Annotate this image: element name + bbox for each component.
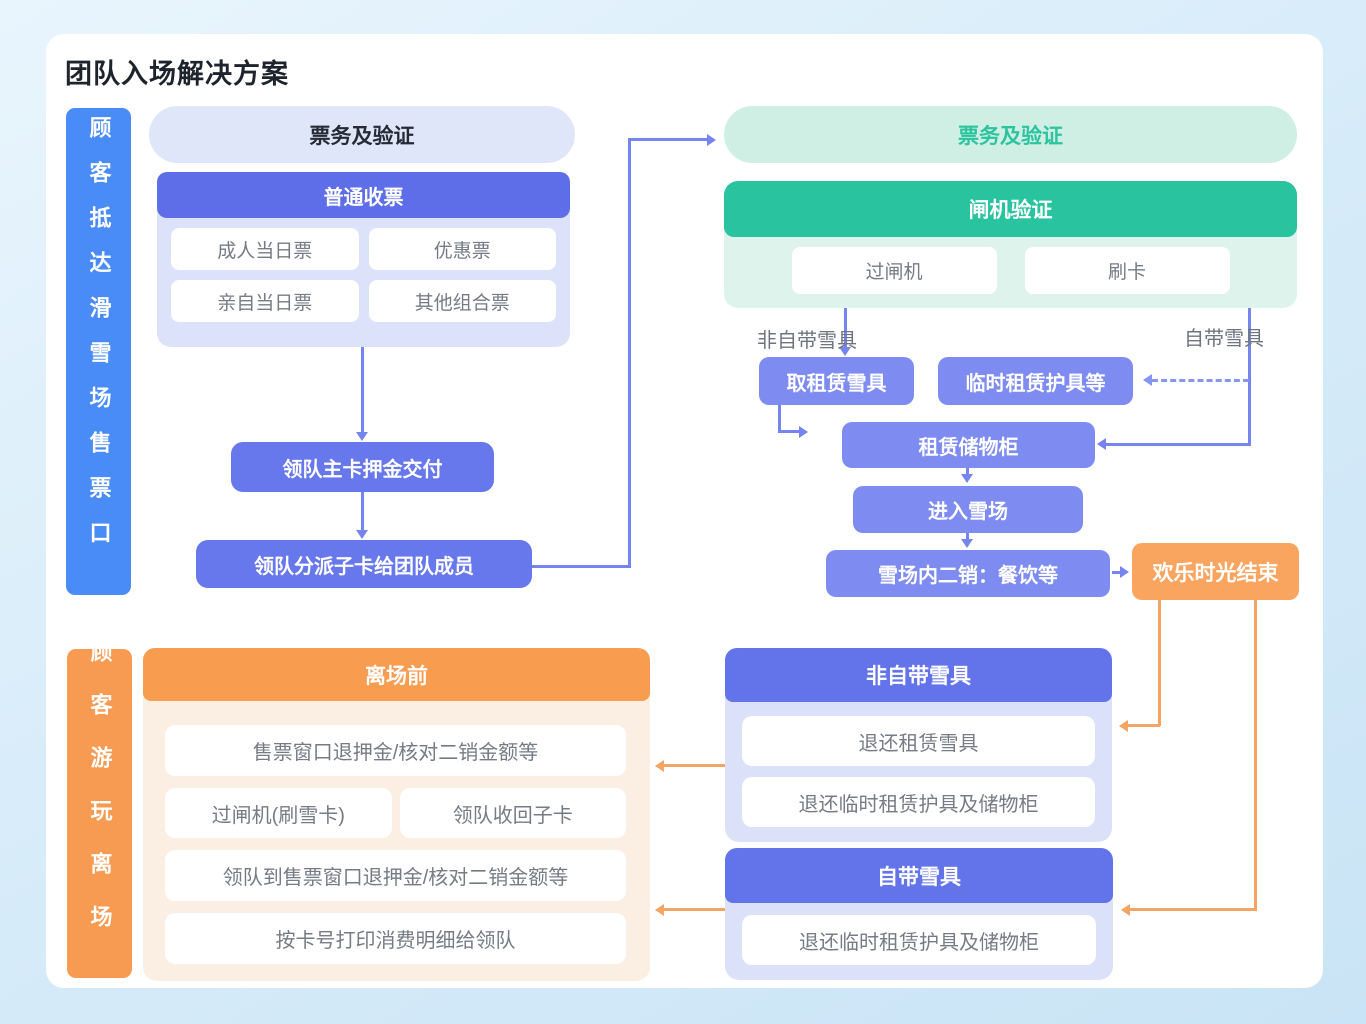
enter-ski-field-box: 进入雪场 bbox=[853, 486, 1083, 533]
connector-distribute-up bbox=[628, 138, 631, 568]
arrowhead-panel-to-deposit bbox=[356, 432, 368, 441]
gate-verification-bar: 闸机验证 bbox=[724, 181, 1297, 237]
page-title: 团队入场解决方案 bbox=[65, 59, 289, 89]
leave-step-item: 售票窗口退押金/核对二销金额等 bbox=[165, 725, 626, 776]
connector-own-gear-down bbox=[1248, 308, 1251, 446]
arrowhead-end-to-rental-panel bbox=[1119, 720, 1128, 732]
arrowhead-secondary-to-end bbox=[1120, 566, 1129, 578]
return-rental-header: 非自带雪具 bbox=[725, 648, 1112, 702]
leave-step-row: 过闸机(刷雪卡) 领队收回子卡 bbox=[165, 788, 626, 838]
ticketing-header-right: 票务及验证 bbox=[724, 106, 1297, 163]
label-not-own-gear: 非自带雪具 bbox=[757, 330, 857, 352]
gate-verification-panel: 闸机验证 过闸机 刷卡 bbox=[724, 181, 1297, 308]
arrowhead-end-to-own-panel bbox=[1121, 904, 1130, 916]
before-leave-items: 售票窗口退押金/核对二销金额等 过闸机(刷雪卡) 领队收回子卡 领队到售票窗口退… bbox=[143, 701, 650, 964]
sidebar-leave-label: 顾客游玩离场 bbox=[87, 639, 113, 958]
connector-end-down-2 bbox=[1254, 600, 1257, 911]
leader-distribute-box: 领队分派子卡给团队成员 bbox=[196, 540, 532, 588]
leave-step-item: 领队收回子卡 bbox=[399, 788, 626, 838]
arrowhead-rental-to-leave bbox=[655, 760, 664, 772]
ticket-type-item: 优惠票 bbox=[368, 228, 556, 270]
arrowhead-gate-to-getrental bbox=[839, 347, 851, 356]
sidebar-customer-arrival: 顾客抵达滑雪场售票口 bbox=[66, 108, 131, 595]
connector-getrental-right bbox=[778, 430, 800, 433]
before-leave-panel: 离场前 售票窗口退押金/核对二销金额等 过闸机(刷雪卡) 领队收回子卡 领队到售… bbox=[143, 648, 650, 981]
arrowhead-deposit-to-distribute bbox=[356, 530, 368, 539]
return-rental-panel: 非自带雪具 退还租赁雪具 退还临时租赁护具及储物柜 bbox=[725, 648, 1112, 842]
connector-end-to-rental-panel bbox=[1128, 724, 1160, 727]
return-rental-items: 退还租赁雪具 退还临时租赁护具及储物柜 bbox=[725, 702, 1112, 827]
leave-step-item: 领队到售票窗口退押金/核对二销金额等 bbox=[165, 850, 626, 901]
secondary-sales-box: 雪场内二销：餐饮等 bbox=[826, 550, 1110, 597]
arrow-locker-to-enter bbox=[966, 468, 969, 476]
dashed-arrow-to-temp-gear bbox=[1152, 379, 1249, 382]
sidebar-customer-leave: 顾客游玩离场 bbox=[67, 640, 132, 978]
arrow-panel-to-deposit bbox=[361, 347, 364, 432]
connector-getrental-down bbox=[778, 405, 781, 433]
ticket-type-item: 其他组合票 bbox=[368, 280, 556, 322]
return-own-gear-header: 自带雪具 bbox=[725, 848, 1113, 903]
ticketing-panel-left: 普通收票 成人当日票 优惠票 亲自当日票 其他组合票 bbox=[157, 172, 570, 347]
ticket-type-item: 亲自当日票 bbox=[171, 280, 359, 322]
leave-step-item: 过闸机(刷雪卡) bbox=[165, 788, 392, 838]
gate-method-item: 过闸机 bbox=[791, 247, 997, 294]
arrowhead-own-gear-to-locker bbox=[1097, 438, 1106, 450]
arrow-enter-to-secondary bbox=[966, 533, 969, 541]
ticketing-header-left: 票务及验证 bbox=[149, 106, 575, 163]
label-own-gear: 自带雪具 bbox=[1184, 328, 1264, 350]
connector-end-down-1 bbox=[1158, 600, 1161, 726]
arrow-secondary-to-end bbox=[1112, 571, 1121, 574]
gate-method-row: 过闸机 刷卡 bbox=[724, 247, 1297, 294]
before-leave-header: 离场前 bbox=[143, 648, 650, 701]
arrowhead-locker-to-enter bbox=[961, 474, 973, 483]
gate-method-item: 刷卡 bbox=[1024, 247, 1230, 294]
arrow-gate-to-getrental bbox=[844, 308, 847, 349]
connector-distribute-right bbox=[532, 565, 631, 568]
return-own-gear-items: 退还临时租赁护具及储物柜 bbox=[725, 903, 1113, 965]
return-own-gear-panel: 自带雪具 退还临时租赁护具及储物柜 bbox=[725, 848, 1113, 980]
arrowhead-enter-to-secondary bbox=[961, 539, 973, 548]
return-step-item: 退还租赁雪具 bbox=[742, 716, 1095, 766]
leave-step-item: 按卡号打印消费明细给领队 bbox=[165, 913, 626, 964]
connector-end-to-own-panel bbox=[1130, 908, 1256, 911]
arrowhead-own-to-leave bbox=[655, 904, 664, 916]
get-rental-gear-box: 取租赁雪具 bbox=[759, 357, 914, 405]
leader-deposit-box: 领队主卡押金交付 bbox=[231, 442, 494, 492]
arrowhead-getrental-to-locker bbox=[799, 426, 808, 438]
connector-to-gate-header bbox=[628, 138, 708, 141]
arrowhead-to-temp-gear bbox=[1143, 374, 1152, 386]
rental-locker-box: 租赁储物柜 bbox=[842, 422, 1095, 468]
arrowhead-to-gate-header bbox=[707, 134, 716, 146]
connector-own-gear-to-locker bbox=[1106, 443, 1251, 446]
arrow-deposit-to-distribute bbox=[361, 492, 364, 534]
sidebar-arrival-label: 顾客抵达滑雪场售票口 bbox=[86, 115, 112, 566]
temp-rental-protection-box: 临时租赁护具等 bbox=[938, 357, 1133, 405]
happy-time-end-box: 欢乐时光结束 bbox=[1132, 543, 1299, 600]
ordinary-ticket-bar: 普通收票 bbox=[157, 172, 570, 218]
connector-rental-to-leave bbox=[664, 764, 725, 767]
return-step-item: 退还临时租赁护具及储物柜 bbox=[742, 915, 1096, 965]
ticket-type-item: 成人当日票 bbox=[171, 228, 359, 270]
ticket-type-grid: 成人当日票 优惠票 亲自当日票 其他组合票 bbox=[157, 218, 570, 322]
return-step-item: 退还临时租赁护具及储物柜 bbox=[742, 777, 1095, 827]
connector-own-to-leave bbox=[664, 908, 725, 911]
